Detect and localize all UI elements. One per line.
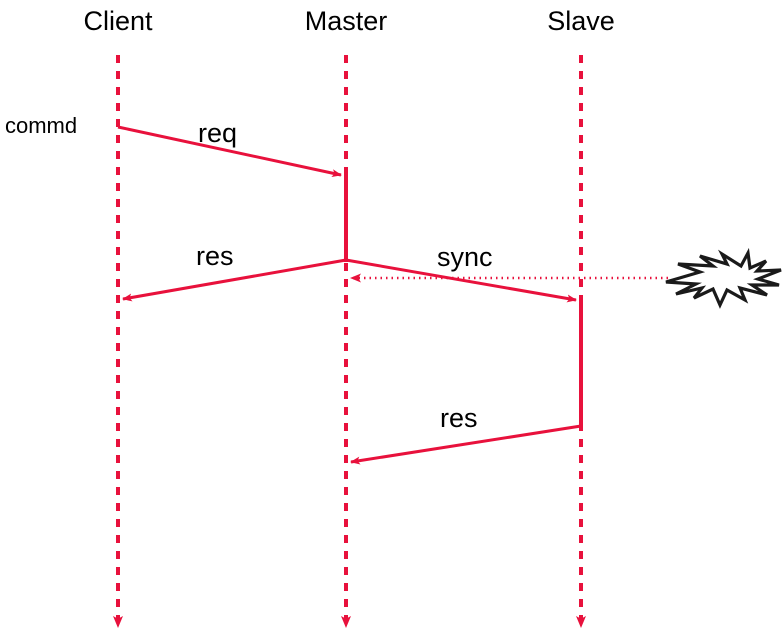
message-label-res-master-client: res <box>196 241 234 271</box>
message-arrow-sync <box>345 258 577 303</box>
message-label-res-slave-master: res <box>440 403 478 433</box>
message-arrow-res-master-client <box>122 258 347 302</box>
message-label-req: req <box>198 118 238 148</box>
annotation-commd: commd <box>5 113 78 138</box>
message-label-sync: sync <box>437 242 493 272</box>
actor-label-master: Master <box>304 6 388 36</box>
message-arrow-req <box>117 125 342 178</box>
message-arrow-res-slave-master <box>350 424 582 465</box>
actor-label-slave: Slave <box>547 6 615 36</box>
explosion-burst-icon <box>665 247 782 309</box>
actor-label-client: Client <box>83 6 153 36</box>
